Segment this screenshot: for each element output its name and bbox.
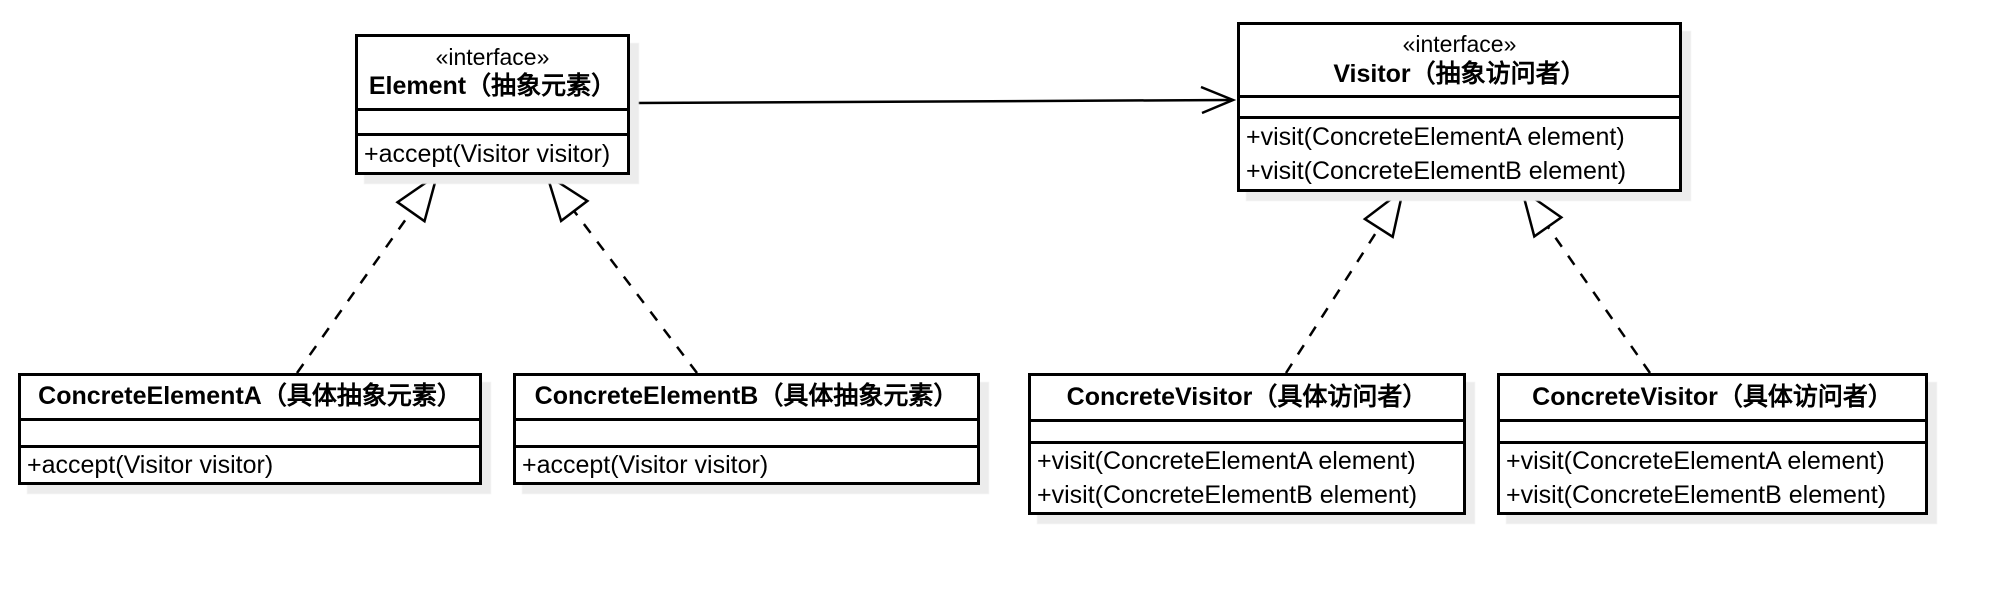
class-attributes-section [1240,95,1679,116]
stereotype-label: «interface» [1402,31,1517,57]
hollow-triangle-icon [395,172,440,224]
class-attributes-section [1031,418,1463,441]
class-methods-section: +accept(Visitor visitor) [358,133,627,172]
class-box-element-interface: «interface» Element（抽象元素） +accept(Visito… [355,34,630,175]
open-arrowhead-icon [1200,85,1237,115]
class-methods-section: +accept(Visitor visitor) [516,445,977,482]
class-name-label: ConcreteVisitor（具体访问者） [1532,382,1893,411]
realization-edge-concrete-visitor-1-to-visitor [1284,186,1405,374]
class-methods-section: +visit(ConcreteElementA element) +visit(… [1500,441,1925,512]
method-label: +accept(Visitor visitor) [364,140,611,168]
association-arrow-element-to-visitor [629,85,1237,115]
class-title-section: «interface» Visitor（抽象访问者） [1240,25,1679,95]
class-methods-section: +visit(ConcreteElementA element) +visit(… [1031,441,1463,512]
class-name-label: ConcreteVisitor（具体访问者） [1066,382,1428,411]
class-name-label: Visitor（抽象访问者） [1333,59,1586,88]
class-box-concrete-visitor-1: ConcreteVisitor（具体访问者） +visit(ConcreteEl… [1028,373,1466,515]
class-box-concrete-element-a: ConcreteElementA（具体抽象元素） +accept(Visitor… [18,373,482,485]
class-name-label: ConcreteElementA（具体抽象元素） [38,382,462,411]
stereotype-label: «interface» [435,43,550,70]
hollow-triangle-icon [1362,186,1405,239]
class-name-label: Element（抽象元素） [368,72,617,101]
class-title-section: «interface» Element（抽象元素） [358,37,627,108]
method-label: +accept(Visitor visitor) [27,451,274,479]
class-box-concrete-element-b: ConcreteElementB（具体抽象元素） +accept(Visitor… [513,373,980,485]
class-title-section: ConcreteVisitor（具体访问者） [1031,376,1463,419]
realization-edge-concrete-element-b-to-element [544,172,698,374]
class-attributes-section [21,418,479,445]
class-name-label: ConcreteElementB（具体抽象元素） [534,382,959,411]
class-box-concrete-visitor-2: ConcreteVisitor（具体访问者） +visit(ConcreteEl… [1497,373,1928,515]
method-label: +accept(Visitor visitor) [522,451,769,479]
class-title-section: ConcreteVisitor（具体访问者） [1500,376,1925,419]
class-attributes-section [358,108,627,133]
class-title-section: ConcreteElementB（具体抽象元素） [516,376,977,418]
class-attributes-section [1500,418,1925,441]
method-label: +visit(ConcreteElementA element) [1037,447,1416,475]
class-methods-section: +visit(ConcreteElementA element) +visit(… [1240,116,1679,189]
method-label: +visit(ConcreteElementA element) [1506,447,1885,475]
class-methods-section: +accept(Visitor visitor) [21,445,479,482]
class-attributes-section [516,418,977,445]
method-label: +visit(ConcreteElementB element) [1506,481,1887,509]
class-title-section: ConcreteElementA（具体抽象元素） [21,376,479,418]
hollow-triangle-icon [1519,187,1564,239]
method-label: +visit(ConcreteElementB element) [1037,481,1418,509]
class-box-visitor-interface: «interface» Visitor（抽象访问者） +visit(Concre… [1237,22,1682,192]
realization-edge-concrete-element-a-to-element [295,172,440,374]
realization-edge-concrete-visitor-2-to-visitor [1519,187,1652,374]
method-label: +visit(ConcreteElementA element) [1246,123,1625,151]
hollow-triangle-icon [544,172,590,223]
method-label: +visit(ConcreteElementB element) [1246,157,1627,185]
